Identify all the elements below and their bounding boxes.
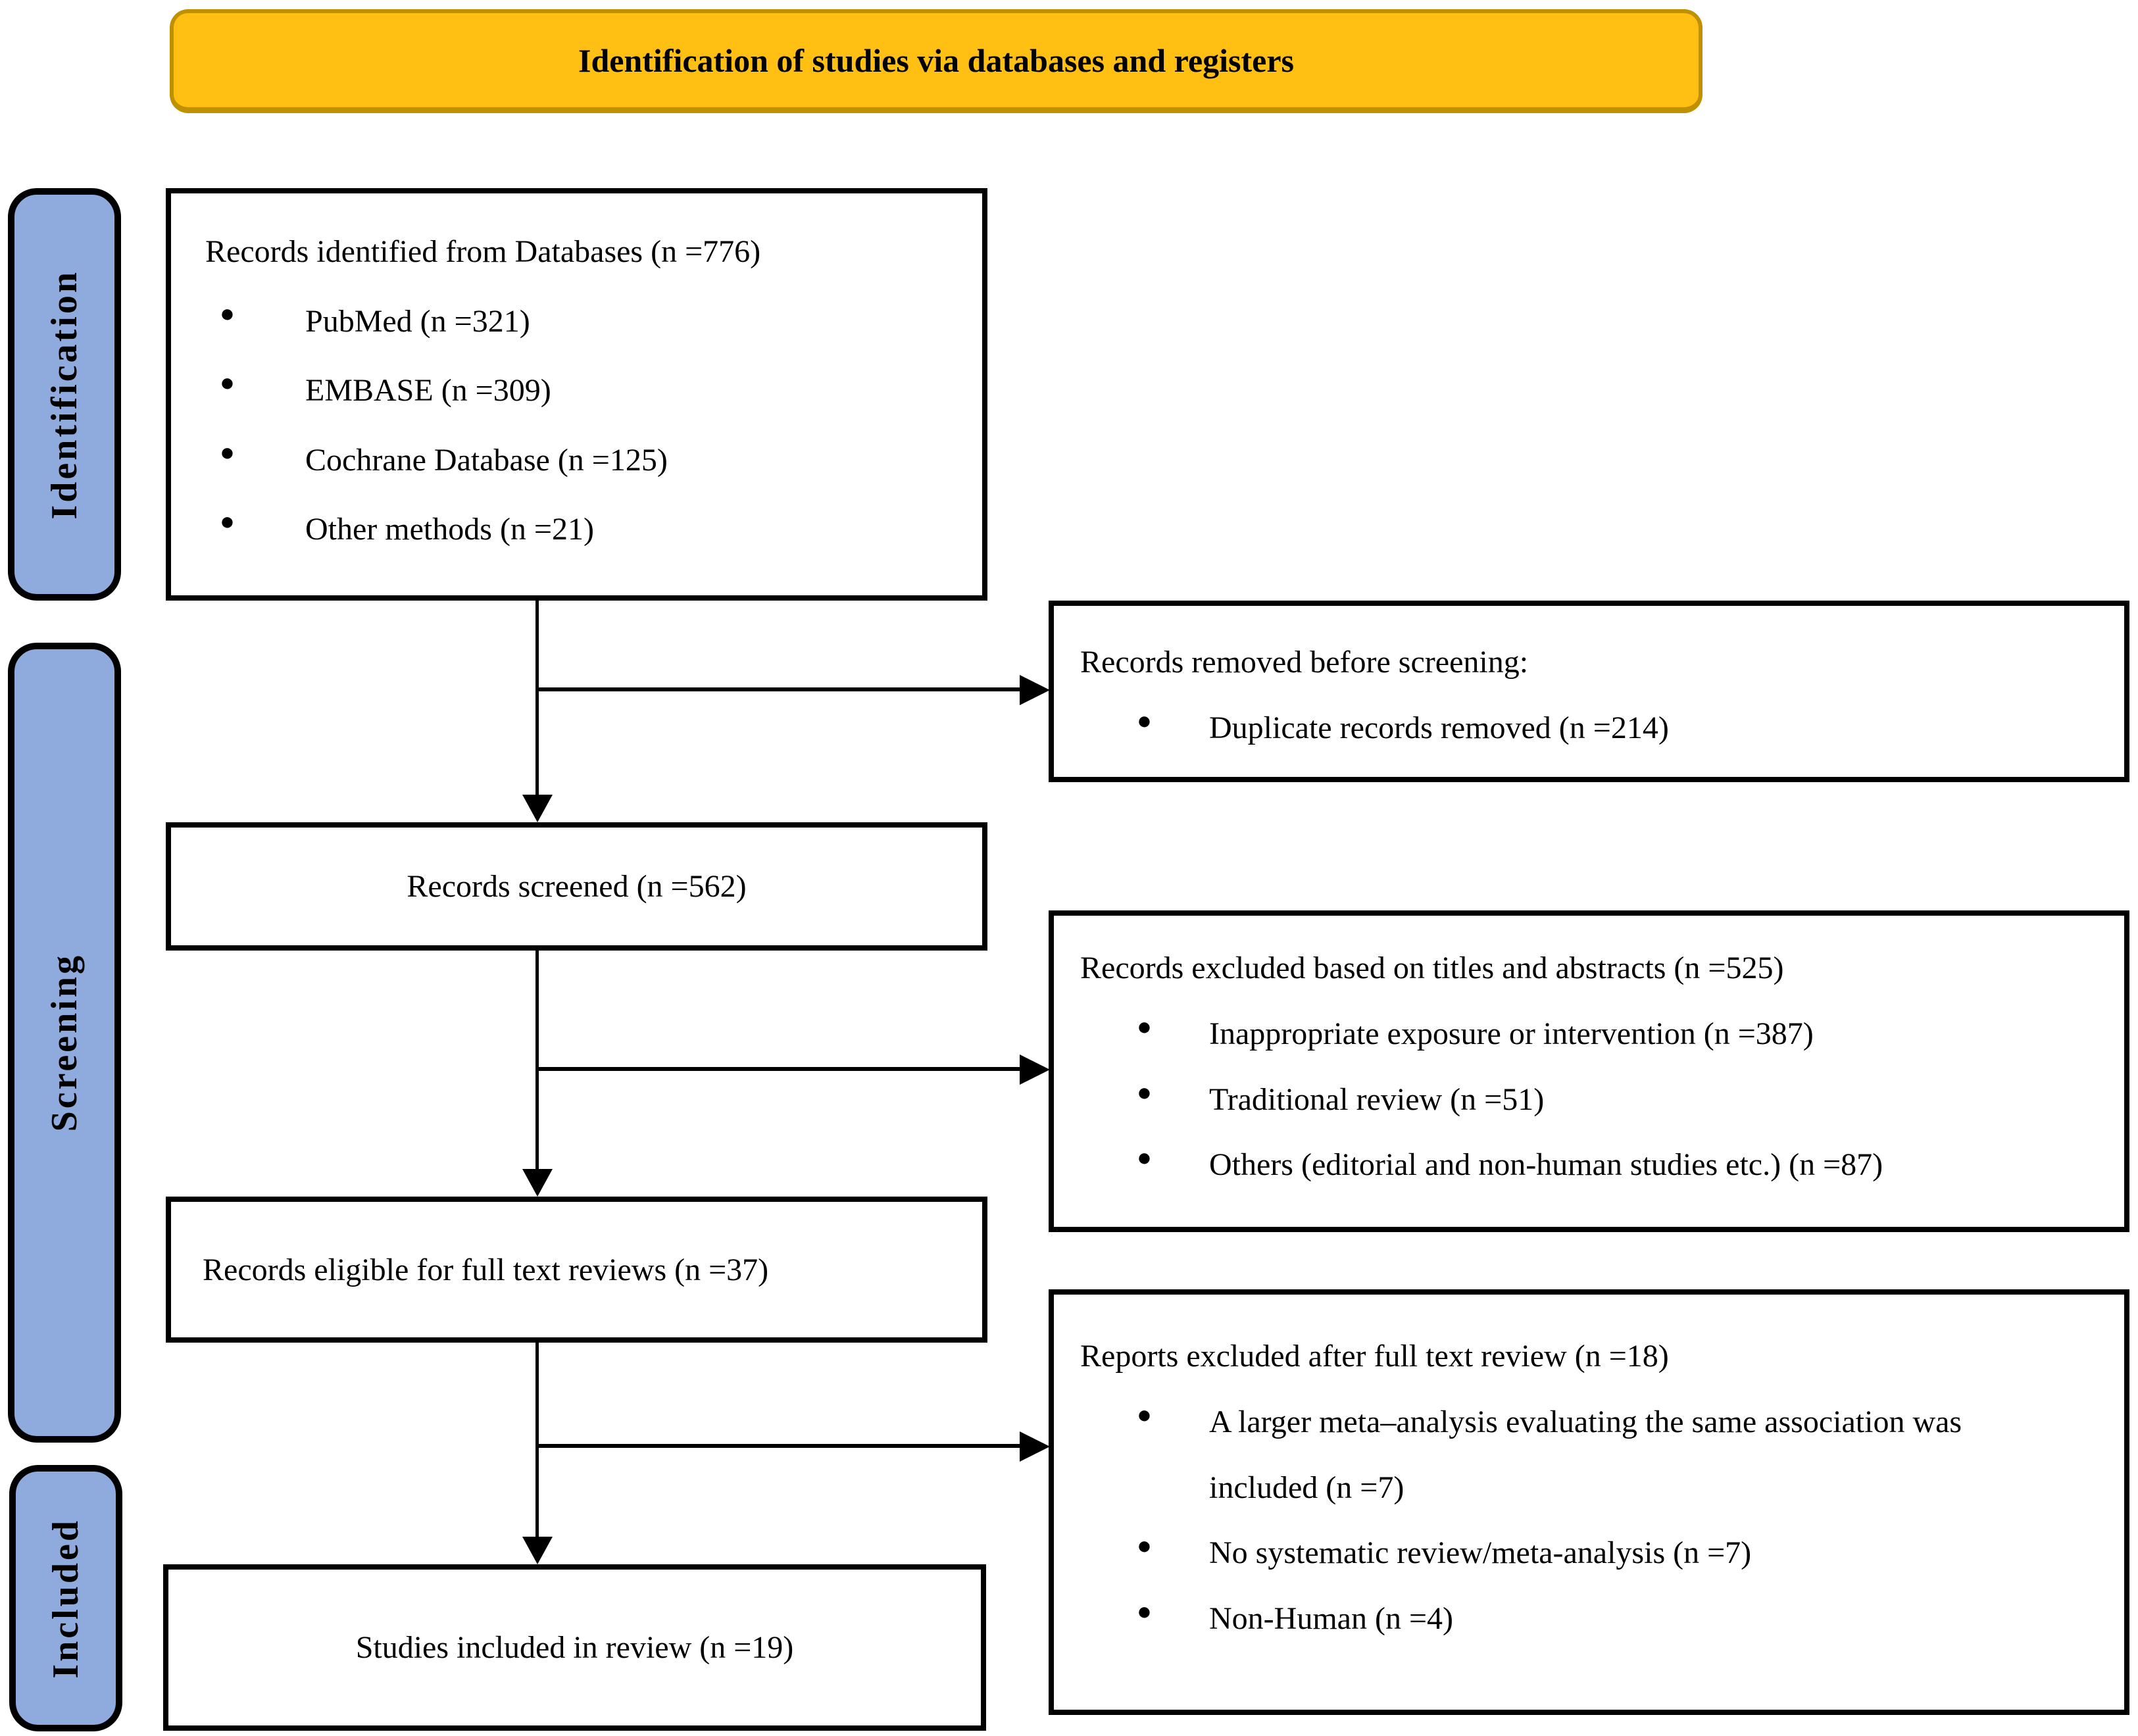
stage-label-identification: Identification — [8, 188, 121, 601]
list-item: ● Others (editorial and non-human studie… — [1137, 1132, 2104, 1198]
stage-label-screening: Screening — [8, 643, 121, 1443]
list-item: ● EMBASE (n =309) — [220, 356, 962, 426]
bullet-text: PubMed (n =321) — [305, 303, 530, 339]
box-records-eligible-title: Records eligible for full text reviews (… — [203, 1252, 769, 1287]
list-item: ● Other methods (n =21) — [220, 495, 962, 564]
bullet-icon: ● — [220, 369, 235, 397]
bullet-text: Others (editorial and non-human studies … — [1209, 1147, 1883, 1183]
bullet-icon: ● — [220, 299, 235, 328]
box-records-removed-title: Records removed before screening: — [1080, 645, 1529, 680]
stage-identification-text: Identification — [44, 269, 85, 520]
list-item: ● Inappropriate exposure or intervention… — [1137, 1001, 2104, 1067]
box-records-eligible: Records eligible for full text reviews (… — [166, 1197, 987, 1343]
box-studies-included-title: Studies included in review (n =19) — [355, 1630, 794, 1665]
bullet-text: Non-Human (n =4) — [1209, 1601, 1453, 1637]
arrow-identified-to-screened-head — [522, 795, 553, 822]
bullet-text: No systematic review/meta-analysis (n =7… — [1209, 1535, 1752, 1571]
bullet-text: Duplicate records removed (n =214) — [1209, 710, 1669, 745]
list-item: ● Duplicate records removed (n =214) — [1137, 695, 2104, 761]
box-studies-included: Studies included in review (n =19) — [163, 1564, 986, 1731]
box-records-screened: Records screened (n =562) — [166, 822, 987, 951]
bullet-icon: ● — [1137, 1401, 1152, 1429]
box-records-excluded-titles-abstracts: Records excluded based on titles and abs… — [1049, 910, 2129, 1232]
box-records-removed-before-screening: Records removed before screening: ● Dupl… — [1049, 601, 2129, 782]
arrow-branch-titles-excluded-head — [1020, 1054, 1050, 1085]
list-item: ● PubMed (n =321) — [220, 287, 962, 357]
list-item: ● No systematic review/meta-analysis (n … — [1137, 1520, 2104, 1586]
bullet-icon: ● — [220, 438, 235, 466]
arrow-screened-to-eligible-line — [535, 951, 539, 1170]
arrow-branch-duplicates-line — [537, 687, 1021, 691]
box-records-identified-title: Records identified from Databases (n =77… — [205, 234, 761, 269]
box-reports-excluded-full-text: Reports excluded after full text review … — [1049, 1289, 2129, 1715]
bullet-text: Traditional review (n =51) — [1209, 1081, 1545, 1117]
box-reports-excluded-title: Reports excluded after full text review … — [1080, 1339, 1669, 1374]
banner: Identification of studies via databases … — [170, 9, 1703, 113]
bullet-text: EMBASE (n =309) — [305, 373, 551, 409]
list-item: ● A larger meta–analysis evaluating the … — [1137, 1389, 2104, 1521]
arrow-eligible-to-included-line — [535, 1343, 539, 1538]
bullet-text: Inappropriate exposure or intervention (… — [1209, 1016, 1814, 1051]
box-records-excluded-title: Records excluded based on titles and abs… — [1080, 951, 1784, 985]
bullet-text: A larger meta–analysis evaluating the sa… — [1209, 1404, 1962, 1505]
arrow-branch-titles-excluded-line — [537, 1067, 1021, 1071]
bullet-icon: ● — [1137, 1012, 1152, 1041]
box-records-identified: Records identified from Databases (n =77… — [166, 188, 987, 601]
bullet-icon: ● — [1137, 707, 1152, 735]
list-item: ● Non-Human (n =4) — [1137, 1586, 2104, 1652]
stage-label-included: Included — [9, 1465, 122, 1731]
banner-title: Identification of studies via databases … — [578, 41, 1294, 79]
arrow-identified-to-screened-line — [535, 601, 539, 796]
bullet-icon: ● — [220, 508, 235, 536]
stage-included-text: Included — [45, 1518, 86, 1679]
bullet-icon: ● — [1137, 1532, 1152, 1560]
box-records-screened-title: Records screened (n =562) — [407, 869, 747, 904]
arrow-branch-fulltext-excluded-line — [537, 1444, 1021, 1448]
bullet-icon: ● — [1137, 1144, 1152, 1172]
bullet-text: Other methods (n =21) — [305, 512, 594, 547]
list-item: ● Traditional review (n =51) — [1137, 1067, 2104, 1133]
bullet-text: Cochrane Database (n =125) — [305, 442, 668, 478]
arrow-screened-to-eligible-head — [522, 1169, 553, 1197]
arrow-eligible-to-included-head — [522, 1537, 553, 1564]
stage-screening-text: Screening — [44, 953, 85, 1132]
arrow-branch-duplicates-head — [1020, 675, 1050, 705]
bullet-icon: ● — [1137, 1598, 1152, 1626]
list-item: ● Cochrane Database (n =125) — [220, 426, 962, 495]
bullet-icon: ● — [1137, 1078, 1152, 1106]
arrow-branch-fulltext-excluded-head — [1020, 1431, 1050, 1462]
